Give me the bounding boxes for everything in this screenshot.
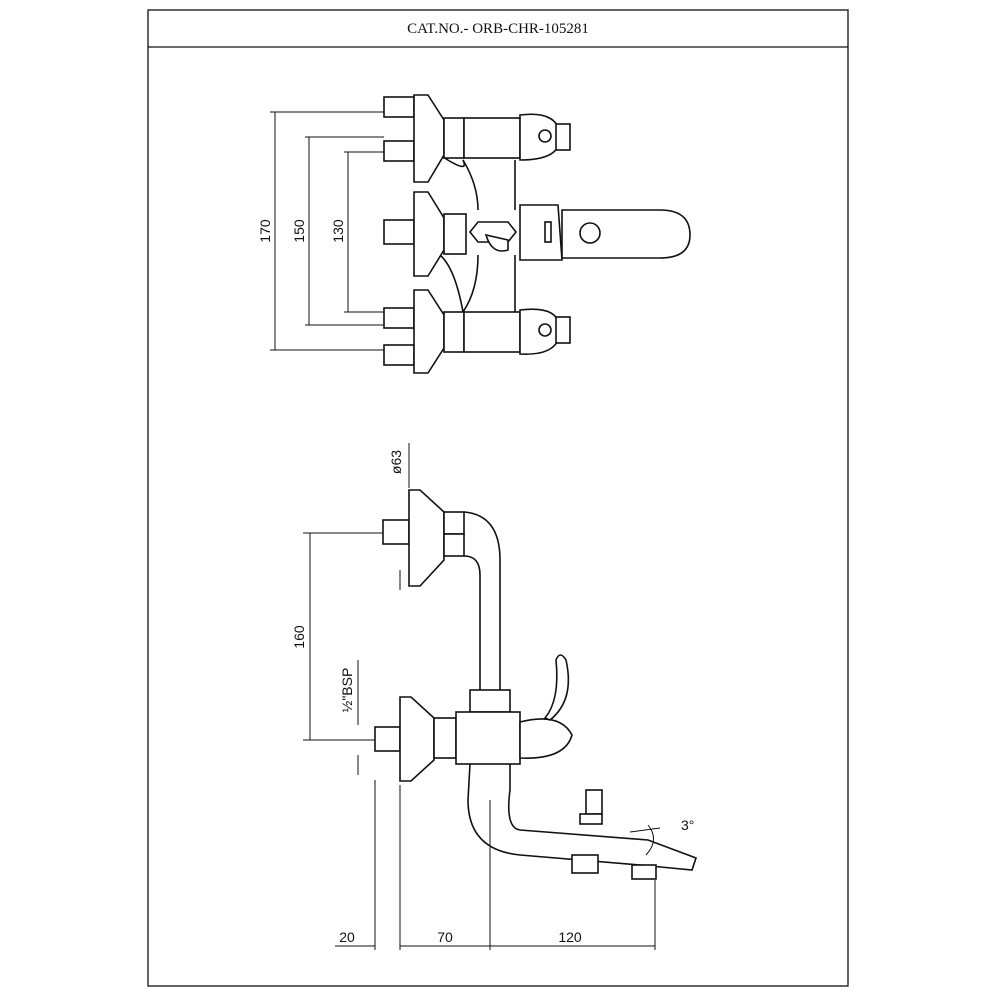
dim-170-label: 170 — [257, 219, 273, 243]
top-pipe-stub-lower — [383, 140, 415, 162]
middle-diverter-assembly — [383, 191, 691, 277]
lower-inlet-stub — [374, 726, 401, 752]
middle-cartridge — [519, 204, 563, 261]
riser-inner — [463, 555, 481, 690]
spout-outlet — [571, 854, 599, 874]
side-view: ø63 160 ½"BSP 3° 20 70 120 — [291, 443, 698, 950]
spout-body — [467, 763, 698, 871]
dim-150-label: 150 — [291, 219, 307, 243]
diverter-knob — [585, 789, 603, 815]
dim-160-label: 160 — [291, 625, 307, 649]
middle-nut — [443, 213, 467, 255]
top-view: 170 150 130 — [257, 94, 691, 374]
bottom-knob-cap — [555, 316, 571, 344]
mixer-body-block — [455, 711, 521, 765]
middle-elbow — [484, 233, 509, 252]
top-nut — [443, 117, 465, 159]
lever-handle — [561, 209, 691, 259]
top-escutcheon — [413, 94, 445, 183]
side-view-dimensions: ø63 160 ½"BSP 3° 20 70 120 — [291, 443, 694, 950]
bottom-knob-hole — [538, 323, 552, 337]
sheet-border — [147, 9, 849, 987]
upper-escutcheon — [408, 489, 445, 587]
upper-nut-b — [443, 533, 465, 557]
lower-arch — [462, 254, 516, 313]
top-view-dimensions: 170 150 130 — [257, 111, 384, 351]
top-knob-cap — [555, 123, 571, 151]
top-body — [463, 117, 521, 159]
dim-120-label: 120 — [558, 929, 582, 945]
middle-escutcheon — [413, 191, 445, 277]
catalog-number: CAT.NO.- ORB-CHR-105281 — [407, 21, 589, 37]
bottom-escutcheon — [413, 289, 445, 374]
dim-70-label: 70 — [437, 929, 453, 945]
bottom-pipe-stub-lower — [383, 344, 415, 366]
dim-20-label: 20 — [339, 929, 355, 945]
lever-base — [519, 718, 573, 759]
bottom-inlet-assembly — [383, 289, 571, 374]
middle-pipe-stub — [383, 219, 415, 245]
bottom-nut — [443, 311, 465, 353]
spout — [467, 763, 698, 880]
dim-63-label: ø63 — [388, 450, 404, 474]
dim-130-label: 130 — [330, 219, 346, 243]
top-pipe-stub — [383, 96, 415, 118]
upper-arch — [462, 159, 516, 211]
lever-hole-icon — [579, 222, 601, 244]
mixer-body — [374, 654, 573, 782]
top-inlet-assembly — [383, 94, 571, 183]
bsp-label: ½"BSP — [339, 668, 355, 713]
bottom-body — [463, 311, 521, 353]
lower-nut — [433, 717, 457, 759]
upper-wall-unit — [382, 489, 501, 690]
diverter-base — [579, 813, 603, 825]
upper-nut-a — [443, 511, 465, 535]
angle-indicator — [629, 824, 661, 856]
lower-escutcheon — [399, 696, 435, 782]
riser-outer — [463, 511, 501, 690]
angle-label: 3° — [681, 817, 694, 833]
bottom-pipe-stub — [383, 307, 415, 329]
upper-inlet-stub — [382, 519, 410, 545]
top-knob-hole — [538, 129, 552, 143]
riser-nut — [469, 689, 511, 713]
lever-arm — [543, 654, 570, 721]
spout-aerator — [631, 864, 657, 880]
middle-slot — [544, 221, 552, 243]
